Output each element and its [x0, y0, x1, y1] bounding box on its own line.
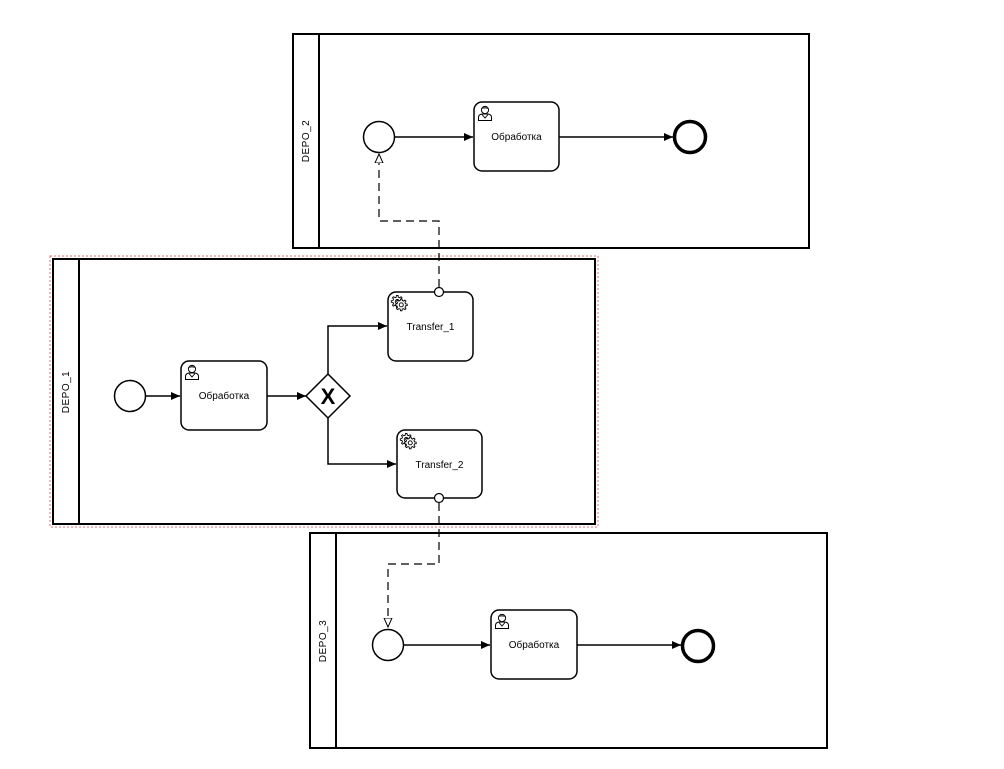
- depo-3-flow: Обработка: [371, 609, 716, 680]
- message-flow-source-marker: [433, 492, 445, 504]
- task-depo-2-process[interactable]: Обработка: [473, 101, 560, 172]
- pool-depo-1-selection-outline: [49, 255, 599, 528]
- gateway-diamond: [304, 372, 352, 420]
- start-event-depo-3[interactable]: [371, 628, 405, 662]
- task-transfer-2[interactable]: Transfer_2: [396, 429, 483, 504]
- sequence-flow-gateway-to-transfer-1[interactable]: [327, 322, 387, 374]
- message-flow-transfer-2-to-depo-3[interactable]: [388, 503, 440, 627]
- task-depo-1-process-box: [180, 360, 268, 431]
- task-transfer-2-label: Transfer_2: [416, 460, 464, 471]
- sequence-flow-gateway-to-transfer-2[interactable]: [327, 418, 396, 468]
- start-event-depo-1[interactable]: [113, 379, 147, 413]
- task-transfer-1[interactable]: Transfer_1: [387, 286, 474, 362]
- task-depo-3-process-box: [490, 609, 578, 680]
- depo-2-flow: Обработка: [362, 101, 708, 172]
- task-transfer-1-label: Transfer_1: [407, 322, 455, 333]
- gateway-x-marker: X: [321, 384, 336, 409]
- task-depo-2-process-box: [473, 101, 560, 172]
- pool-depo-1-label: DEPO_1: [61, 371, 72, 413]
- pool-depo-3-label: DEPO_3: [318, 620, 329, 662]
- task-transfer-1-box: [387, 291, 474, 362]
- end-event-depo-3[interactable]: [680, 628, 716, 664]
- end-event-depo-2[interactable]: [672, 119, 708, 155]
- message-flow-transfer-1-to-depo-2[interactable]: [379, 154, 440, 287]
- task-depo-1-process[interactable]: Обработка: [180, 360, 268, 431]
- message-flow-source-marker: [433, 286, 445, 298]
- start-event-depo-2[interactable]: [362, 120, 396, 154]
- task-depo-2-process-label: Обработка: [491, 131, 542, 143]
- task-depo-1-process-label: Обработка: [199, 390, 250, 402]
- exclusive-gateway[interactable]: X: [304, 372, 352, 420]
- task-depo-3-process[interactable]: Обработка: [490, 609, 578, 680]
- task-depo-3-process-label: Обработка: [509, 639, 560, 651]
- pool-depo-2-label: DEPO_2: [301, 120, 312, 162]
- depo-1-flow: Обработка X Transfer_1 Transfer_2: [113, 286, 483, 504]
